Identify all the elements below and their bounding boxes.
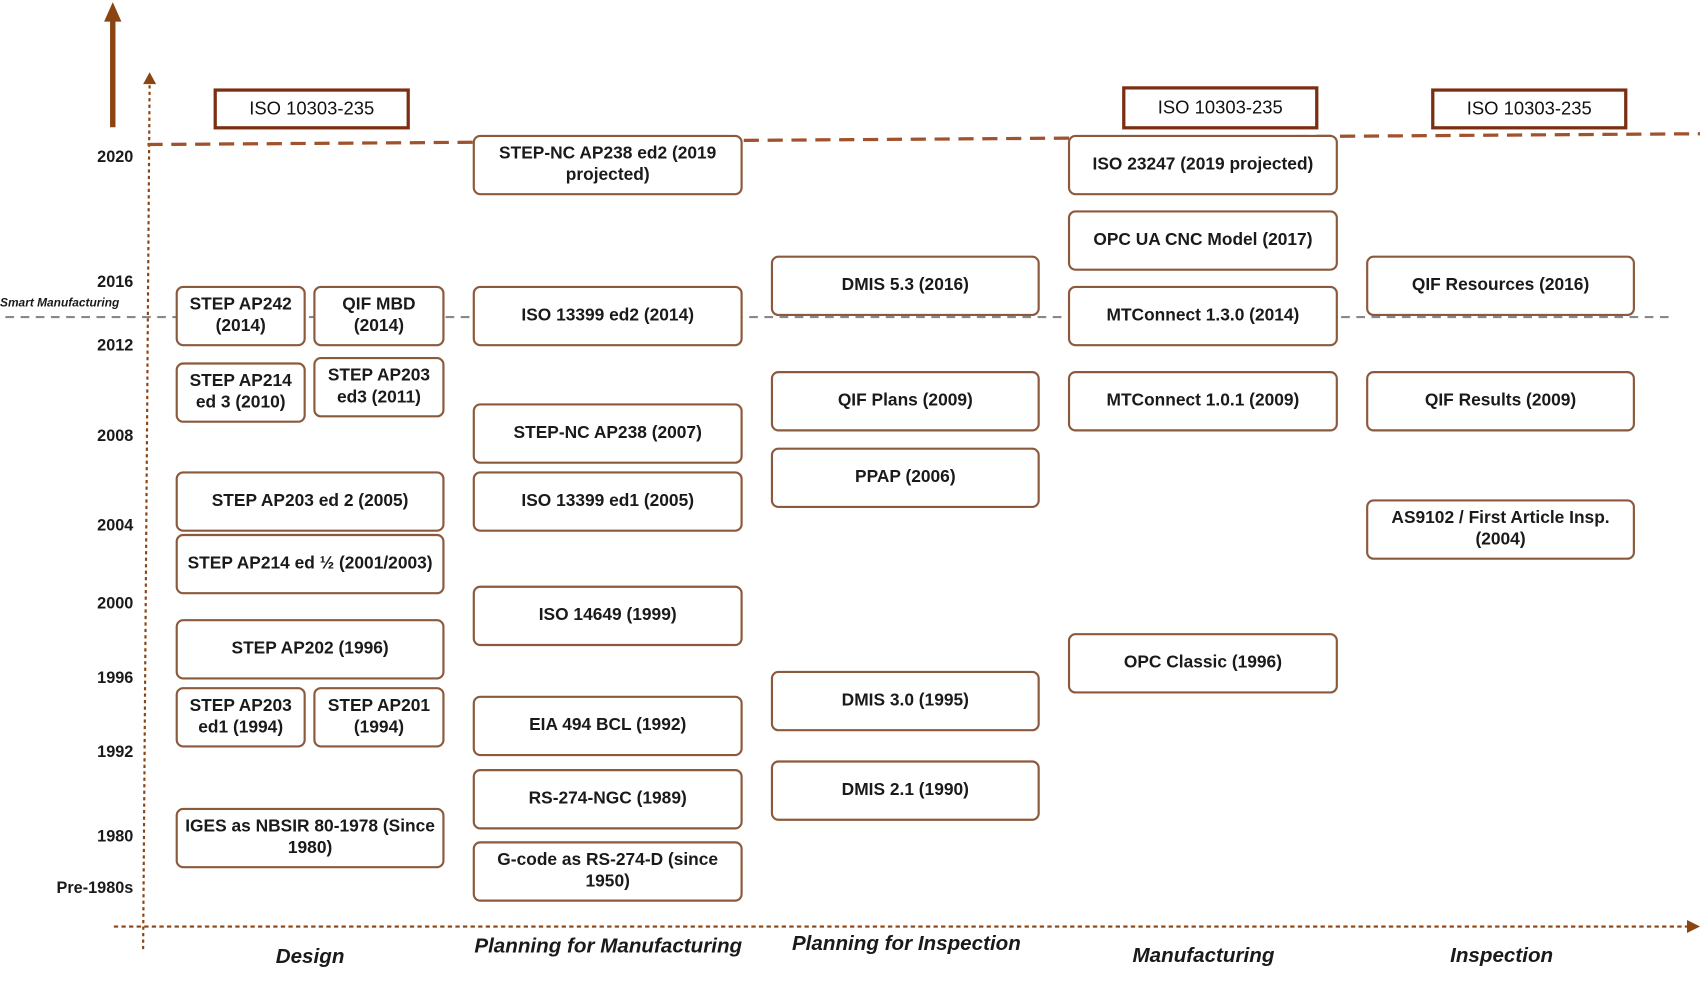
box-rs-274-ngc: RS-274-NGC (1989): [472, 769, 743, 830]
box-dmis-2-1: DMIS 2.1 (1990): [770, 760, 1040, 821]
y-axis: [142, 81, 151, 950]
box-as9102: AS9102 / First Article Insp. (2004): [1366, 499, 1635, 560]
box-qif-plans: QIF Plans (2009): [770, 371, 1040, 432]
year-label-2008: 2008: [97, 427, 134, 446]
category-planning-for-manufacturing: Planning for Manufacturing: [474, 935, 743, 958]
year-label-2004: 2004: [97, 516, 134, 535]
iso-10303-235-manufacturing: ISO 10303-235: [1122, 86, 1319, 130]
smart-manufacturing-label: Smart Manufacturing: [0, 296, 120, 310]
iso-10303-235-design: ISO 10303-235: [213, 88, 410, 130]
box-qif-resources: QIF Resources (2016): [1366, 255, 1635, 317]
box-iges: IGES as NBSIR 80-1978 (Since 1980): [175, 807, 445, 869]
box-iso-13399-ed1: ISO 13399 ed1 (2005): [472, 471, 743, 532]
box-opc-ua-cnc-model: OPC UA CNC Model (2017): [1067, 210, 1338, 271]
category-design: Design: [275, 945, 345, 969]
year-label-1996: 1996: [97, 668, 134, 688]
year-label-1980: 1980: [97, 827, 134, 846]
category-planning-for-inspection: Planning for Inspection: [791, 932, 1021, 956]
box-eia-494-bcl: EIA 494 BCL (1992): [472, 695, 743, 757]
box-ppap: PPAP (2006): [770, 447, 1040, 509]
big-arrow-head: [104, 2, 122, 22]
iso-10303-235-inspection: ISO 10303-235: [1431, 88, 1628, 130]
box-step-ap202: STEP AP202 (1996): [175, 619, 445, 680]
year-label-2020: 2020: [97, 147, 134, 167]
iso-horizon-line: [147, 132, 1700, 147]
box-iso-13399-ed2: ISO 13399 ed2 (2014): [472, 285, 743, 347]
x-axis-arrowhead: [1687, 920, 1700, 933]
box-step-ap201: STEP AP201 (1994): [313, 687, 445, 748]
year-label-2000: 2000: [97, 594, 134, 613]
box-qif-mbd: QIF MBD (2014): [313, 285, 445, 347]
category-inspection: Inspection: [1450, 944, 1554, 968]
year-label-1992: 1992: [97, 743, 134, 762]
category-manufacturing: Manufacturing: [1132, 944, 1275, 968]
box-opc-classic: OPC Classic (1996): [1067, 633, 1338, 694]
box-qif-results: QIF Results (2009): [1366, 371, 1635, 432]
year-label-2012: 2012: [97, 336, 134, 355]
box-iso-14649: ISO 14649 (1999): [472, 585, 743, 647]
box-mtconnect-1-0-1: MTConnect 1.0.1 (2009): [1067, 371, 1338, 432]
box-step-ap242: STEP AP242 (2014): [175, 285, 306, 347]
box-dmis-3-0: DMIS 3.0 (1995): [770, 670, 1040, 732]
box-step-nc-ap238: STEP-NC AP238 (2007): [472, 403, 743, 464]
year-label-pre-1980s: Pre-1980s: [56, 879, 134, 898]
box-step-ap203-ed3: STEP AP203 ed3 (2011): [313, 357, 445, 418]
year-label-2016: 2016: [97, 272, 134, 292]
box-step-nc-ap238-ed2: STEP-NC AP238 ed2 (2019 projected): [472, 134, 743, 196]
y-axis-arrowhead: [143, 72, 157, 85]
box-mtconnect-1-3-0: MTConnect 1.3.0 (2014): [1067, 285, 1338, 347]
box-step-ap203-ed2: STEP AP203 ed 2 (2005): [175, 471, 445, 532]
box-step-ap214-ed3: STEP AP214 ed 3 (2010): [175, 362, 306, 423]
box-iso-23247: ISO 23247 (2019 projected): [1067, 134, 1338, 196]
box-step-ap203-ed1: STEP AP203 ed1 (1994): [175, 687, 306, 748]
box-g-code: G-code as RS-274-D (since 1950): [472, 841, 743, 902]
box-dmis-5-3: DMIS 5.3 (2016): [770, 255, 1040, 317]
box-step-ap214-ed12: STEP AP214 ed ½ (2001/2003): [175, 533, 445, 595]
